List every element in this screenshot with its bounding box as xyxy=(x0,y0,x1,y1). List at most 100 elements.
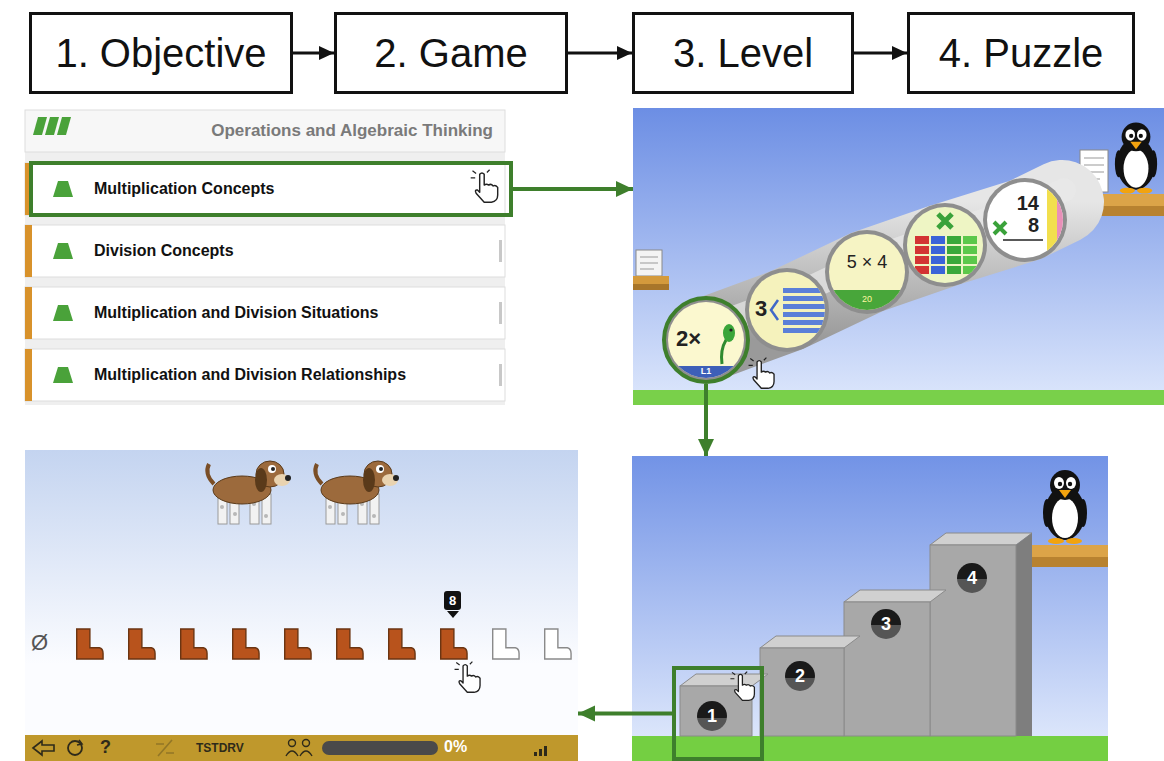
game-screen-part-part xyxy=(723,324,735,342)
puzzle-screen-part xyxy=(207,461,291,524)
objective-screen-part xyxy=(25,163,505,215)
stair-step: 4 xyxy=(957,563,987,593)
game-screen-part xyxy=(745,268,829,352)
game-screen-part-part xyxy=(915,246,929,254)
node-text: Division Concepts xyxy=(94,242,234,260)
puzzle-screen-part xyxy=(539,749,542,756)
puzzle-screen-part xyxy=(300,751,312,756)
help-icon: ? xyxy=(100,737,111,758)
objective-screen-part xyxy=(25,349,505,401)
game-screen-part-part xyxy=(729,328,732,331)
level-screen: 1 2 3 4 xyxy=(632,456,1108,761)
game-screen-part-part xyxy=(963,256,977,264)
menu-row: Division Concepts xyxy=(25,225,505,277)
puzzle-screen-part xyxy=(77,629,103,659)
game-name: 5 × 4 xyxy=(827,252,907,273)
flow-arrow xyxy=(568,52,632,55)
game-screen-part-part xyxy=(947,256,961,264)
zero-mark: Ø xyxy=(31,630,48,656)
game-screen-part-part xyxy=(947,236,961,244)
flow-arrow xyxy=(578,712,672,716)
game-screen-part xyxy=(640,257,658,269)
game-screen-part-part xyxy=(783,288,829,293)
puzzle-screen-part xyxy=(315,461,399,524)
game-circle: 148 xyxy=(985,180,1065,260)
game-screen-part-part xyxy=(985,180,1065,260)
puzzle-screen-part xyxy=(129,629,155,659)
game-screen-part-part xyxy=(1057,180,1067,260)
objective-screen-part xyxy=(25,110,505,152)
objective-screen-part xyxy=(25,225,505,277)
game-screen-part-part xyxy=(931,266,945,274)
level-screen-part xyxy=(844,590,946,602)
flow-arrow xyxy=(854,52,907,55)
node-text: Multiplication Concepts xyxy=(94,180,274,198)
game-screen-part-part xyxy=(783,304,829,309)
game-screen: 2×L13 5 × 420 148 xyxy=(633,108,1164,405)
objective-screen-part xyxy=(499,364,502,386)
game-circle: 3 xyxy=(747,270,827,350)
puzzle-screen-part xyxy=(303,740,310,747)
level-screen-part xyxy=(930,545,1016,736)
game-circle: 5 × 420 xyxy=(827,232,907,312)
flow-arrow xyxy=(704,384,708,456)
step-number: 2 xyxy=(785,661,815,691)
puzzle-screen-part xyxy=(322,741,438,755)
puzzle-screen-part xyxy=(441,629,467,659)
game-screen-part-part xyxy=(963,236,977,244)
game-screen-part xyxy=(905,205,985,285)
game-screen-part xyxy=(633,390,1164,405)
level-screen-part xyxy=(1016,533,1032,736)
game-name: 3 xyxy=(755,296,767,322)
flow-arrow xyxy=(293,52,334,55)
game-screen-part xyxy=(903,203,987,287)
puzzle-screen-part xyxy=(544,746,547,756)
node-text: Multiplication and Division Relationship… xyxy=(94,366,406,384)
game-screen-part-part xyxy=(963,246,977,254)
puzzle-screen-part xyxy=(25,450,578,735)
count-marker: 8 xyxy=(444,591,461,610)
objective-screen-part xyxy=(57,117,71,135)
objective-screen-part xyxy=(45,117,59,135)
step-number: 1 xyxy=(697,701,727,731)
game-screen-part-part xyxy=(722,340,727,364)
menu-row: Multiplication and Division Situations xyxy=(25,287,505,339)
level-screen-part xyxy=(760,648,844,736)
puzzle-screen-part xyxy=(545,629,571,659)
level-screen-part xyxy=(730,672,754,701)
objective-screen xyxy=(25,110,505,405)
progress-value: 0% xyxy=(444,738,467,756)
game-screen-part-part xyxy=(947,266,961,274)
game-number: 8 xyxy=(1028,214,1039,237)
objective-screen-part xyxy=(499,240,502,262)
menu-panel: Operations and Algebraic ThinkingMultipl… xyxy=(25,110,505,405)
game-screen-part-part xyxy=(963,266,977,274)
game-circle: 2×L1 xyxy=(662,296,750,384)
node-text: 3. Level xyxy=(673,31,813,76)
game-screen-part-part xyxy=(1003,239,1043,241)
objective-screen-part xyxy=(25,110,505,405)
objective-screen-part xyxy=(499,302,502,324)
puzzle-screen-part xyxy=(233,629,259,659)
stair-step: 1 xyxy=(672,666,764,761)
objective-screen-part xyxy=(53,367,73,383)
puzzle-screen-part xyxy=(68,741,82,755)
level-screen-part xyxy=(760,636,860,648)
level-screen-part xyxy=(680,674,768,686)
objective-screen-part xyxy=(33,117,47,135)
objective-screen-part xyxy=(25,225,32,277)
stair-step: 3 xyxy=(871,609,901,639)
objective-screen-part xyxy=(53,181,73,197)
game-screen-part-part xyxy=(1047,180,1057,260)
game-screen-part-part xyxy=(915,266,929,274)
objective-screen-part xyxy=(53,305,73,321)
game-screen-part xyxy=(633,108,1164,392)
node-text: 2. Game xyxy=(374,31,527,76)
game-screen-part-part xyxy=(994,222,1006,234)
menu-row: Multiplication and Division Relationship… xyxy=(25,349,505,401)
objective-screen-part xyxy=(25,287,32,339)
puzzle-screen-part xyxy=(534,752,537,756)
objective-screen-part xyxy=(25,349,32,401)
puzzle-screen-part xyxy=(286,751,298,756)
